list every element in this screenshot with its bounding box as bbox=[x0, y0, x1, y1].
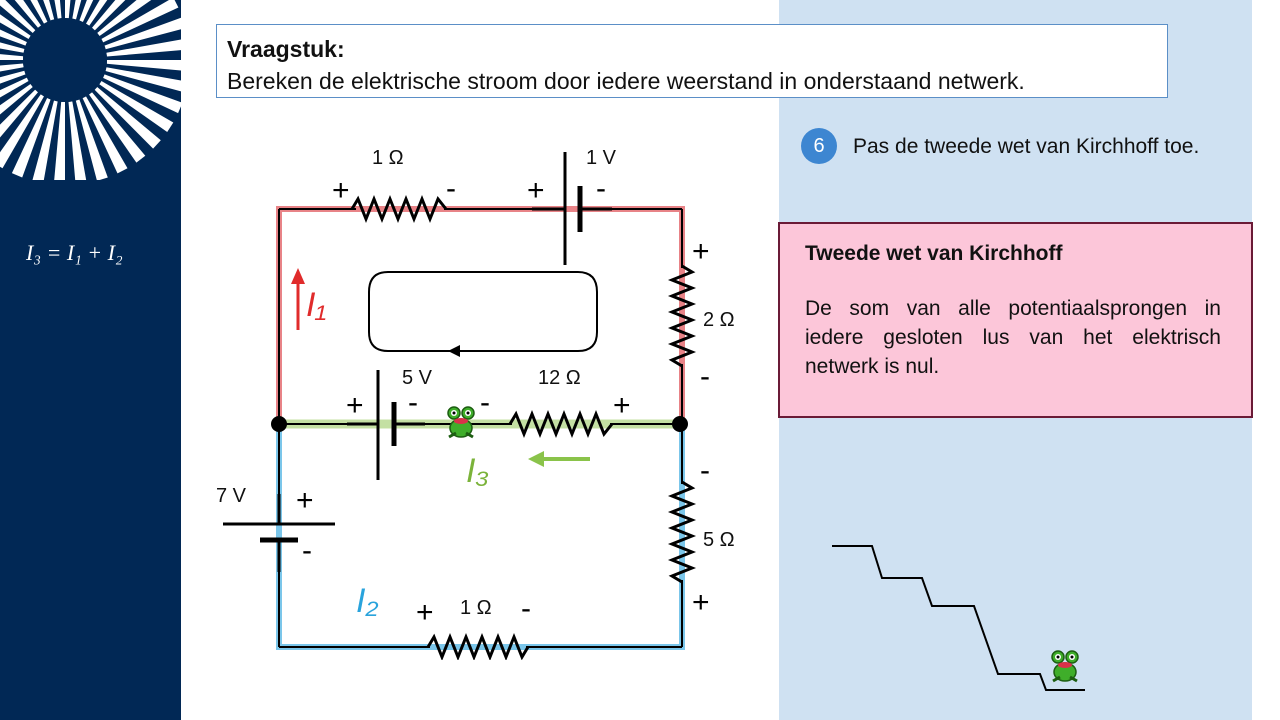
question-box: Vraagstuk: Bereken de elektrische stroom… bbox=[216, 24, 1168, 98]
resistor-right-5ohm bbox=[667, 480, 697, 584]
resistor-bottom-label: 1 Ω bbox=[460, 597, 492, 619]
plus-sign: + bbox=[692, 235, 710, 268]
circuit-diagram: I₁ I₃ I₂ 1 Ω 1 V 2 Ω 5 V 12 Ω 7 V 5 Ω 1 … bbox=[216, 147, 735, 660]
resistor-middle-12ohm bbox=[508, 409, 614, 439]
current-2-label: I₂ bbox=[356, 582, 378, 620]
university-logo bbox=[0, 0, 181, 180]
current-3-arrow bbox=[528, 451, 590, 467]
question-title: Vraagstuk: bbox=[227, 36, 345, 62]
battery-left-7v bbox=[223, 494, 335, 572]
minus-sign: - bbox=[596, 172, 606, 205]
step-text: Pas de tweede wet van Kirchhoff toe. bbox=[853, 135, 1200, 158]
resistor-middle-label: 12 Ω bbox=[538, 367, 581, 389]
plus-sign: + bbox=[416, 596, 434, 629]
plus-sign: + bbox=[332, 174, 350, 207]
current-equation: I₃ = I₁ + I₂ bbox=[26, 240, 123, 265]
battery-middle-label: 5 V bbox=[402, 367, 433, 389]
resistor-top-label: 1 Ω bbox=[372, 147, 404, 169]
battery-top-label: 1 V bbox=[586, 147, 617, 169]
node-left bbox=[271, 416, 287, 432]
minus-sign: - bbox=[700, 360, 710, 393]
node-right bbox=[672, 416, 688, 432]
wires bbox=[278, 208, 683, 648]
plus-sign: + bbox=[613, 389, 631, 422]
minus-sign: - bbox=[480, 386, 490, 419]
current-3-label: I₃ bbox=[466, 452, 489, 490]
current-1-label: I₁ bbox=[306, 286, 326, 324]
resistor-right-top-label: 2 Ω bbox=[703, 309, 735, 331]
question-text: Bereken de elektrische stroom door ieder… bbox=[227, 68, 1025, 94]
battery-top-1v bbox=[532, 152, 612, 265]
plus-sign: + bbox=[527, 174, 545, 207]
minus-sign: - bbox=[700, 454, 710, 487]
loop-2-highlight bbox=[276, 424, 685, 650]
minus-sign: - bbox=[521, 592, 531, 625]
law-body: De som van alle potentiaalsprongen in ie… bbox=[805, 297, 1221, 378]
frog-icon bbox=[1051, 650, 1079, 683]
battery-middle-5v bbox=[347, 370, 425, 480]
resistor-top-1ohm bbox=[350, 194, 448, 224]
current-1-arrow bbox=[291, 268, 305, 330]
plus-sign: + bbox=[346, 389, 364, 422]
minus-sign: - bbox=[446, 172, 456, 205]
kirchhoff-law-box: Tweede wet van Kirchhoff De som van alle… bbox=[778, 222, 1253, 418]
potential-staircase-diagram bbox=[832, 545, 1085, 691]
resistor-right-2ohm bbox=[667, 264, 697, 368]
resistor-bottom-1ohm bbox=[426, 632, 530, 660]
minus-sign: - bbox=[302, 534, 312, 567]
step-number-badge: 6 bbox=[801, 128, 837, 164]
battery-left-label: 7 V bbox=[216, 485, 247, 507]
law-title: Tweede wet van Kirchhoff bbox=[805, 242, 1063, 265]
plus-sign: + bbox=[296, 484, 314, 517]
frog-icon bbox=[447, 406, 475, 439]
minus-sign: - bbox=[408, 386, 418, 419]
plus-sign: + bbox=[692, 586, 710, 619]
loop-direction-arrow bbox=[368, 271, 598, 352]
sidebar: I₃ = I₁ + I₂ bbox=[0, 0, 181, 720]
resistor-right-bottom-label: 5 Ω bbox=[703, 529, 735, 551]
